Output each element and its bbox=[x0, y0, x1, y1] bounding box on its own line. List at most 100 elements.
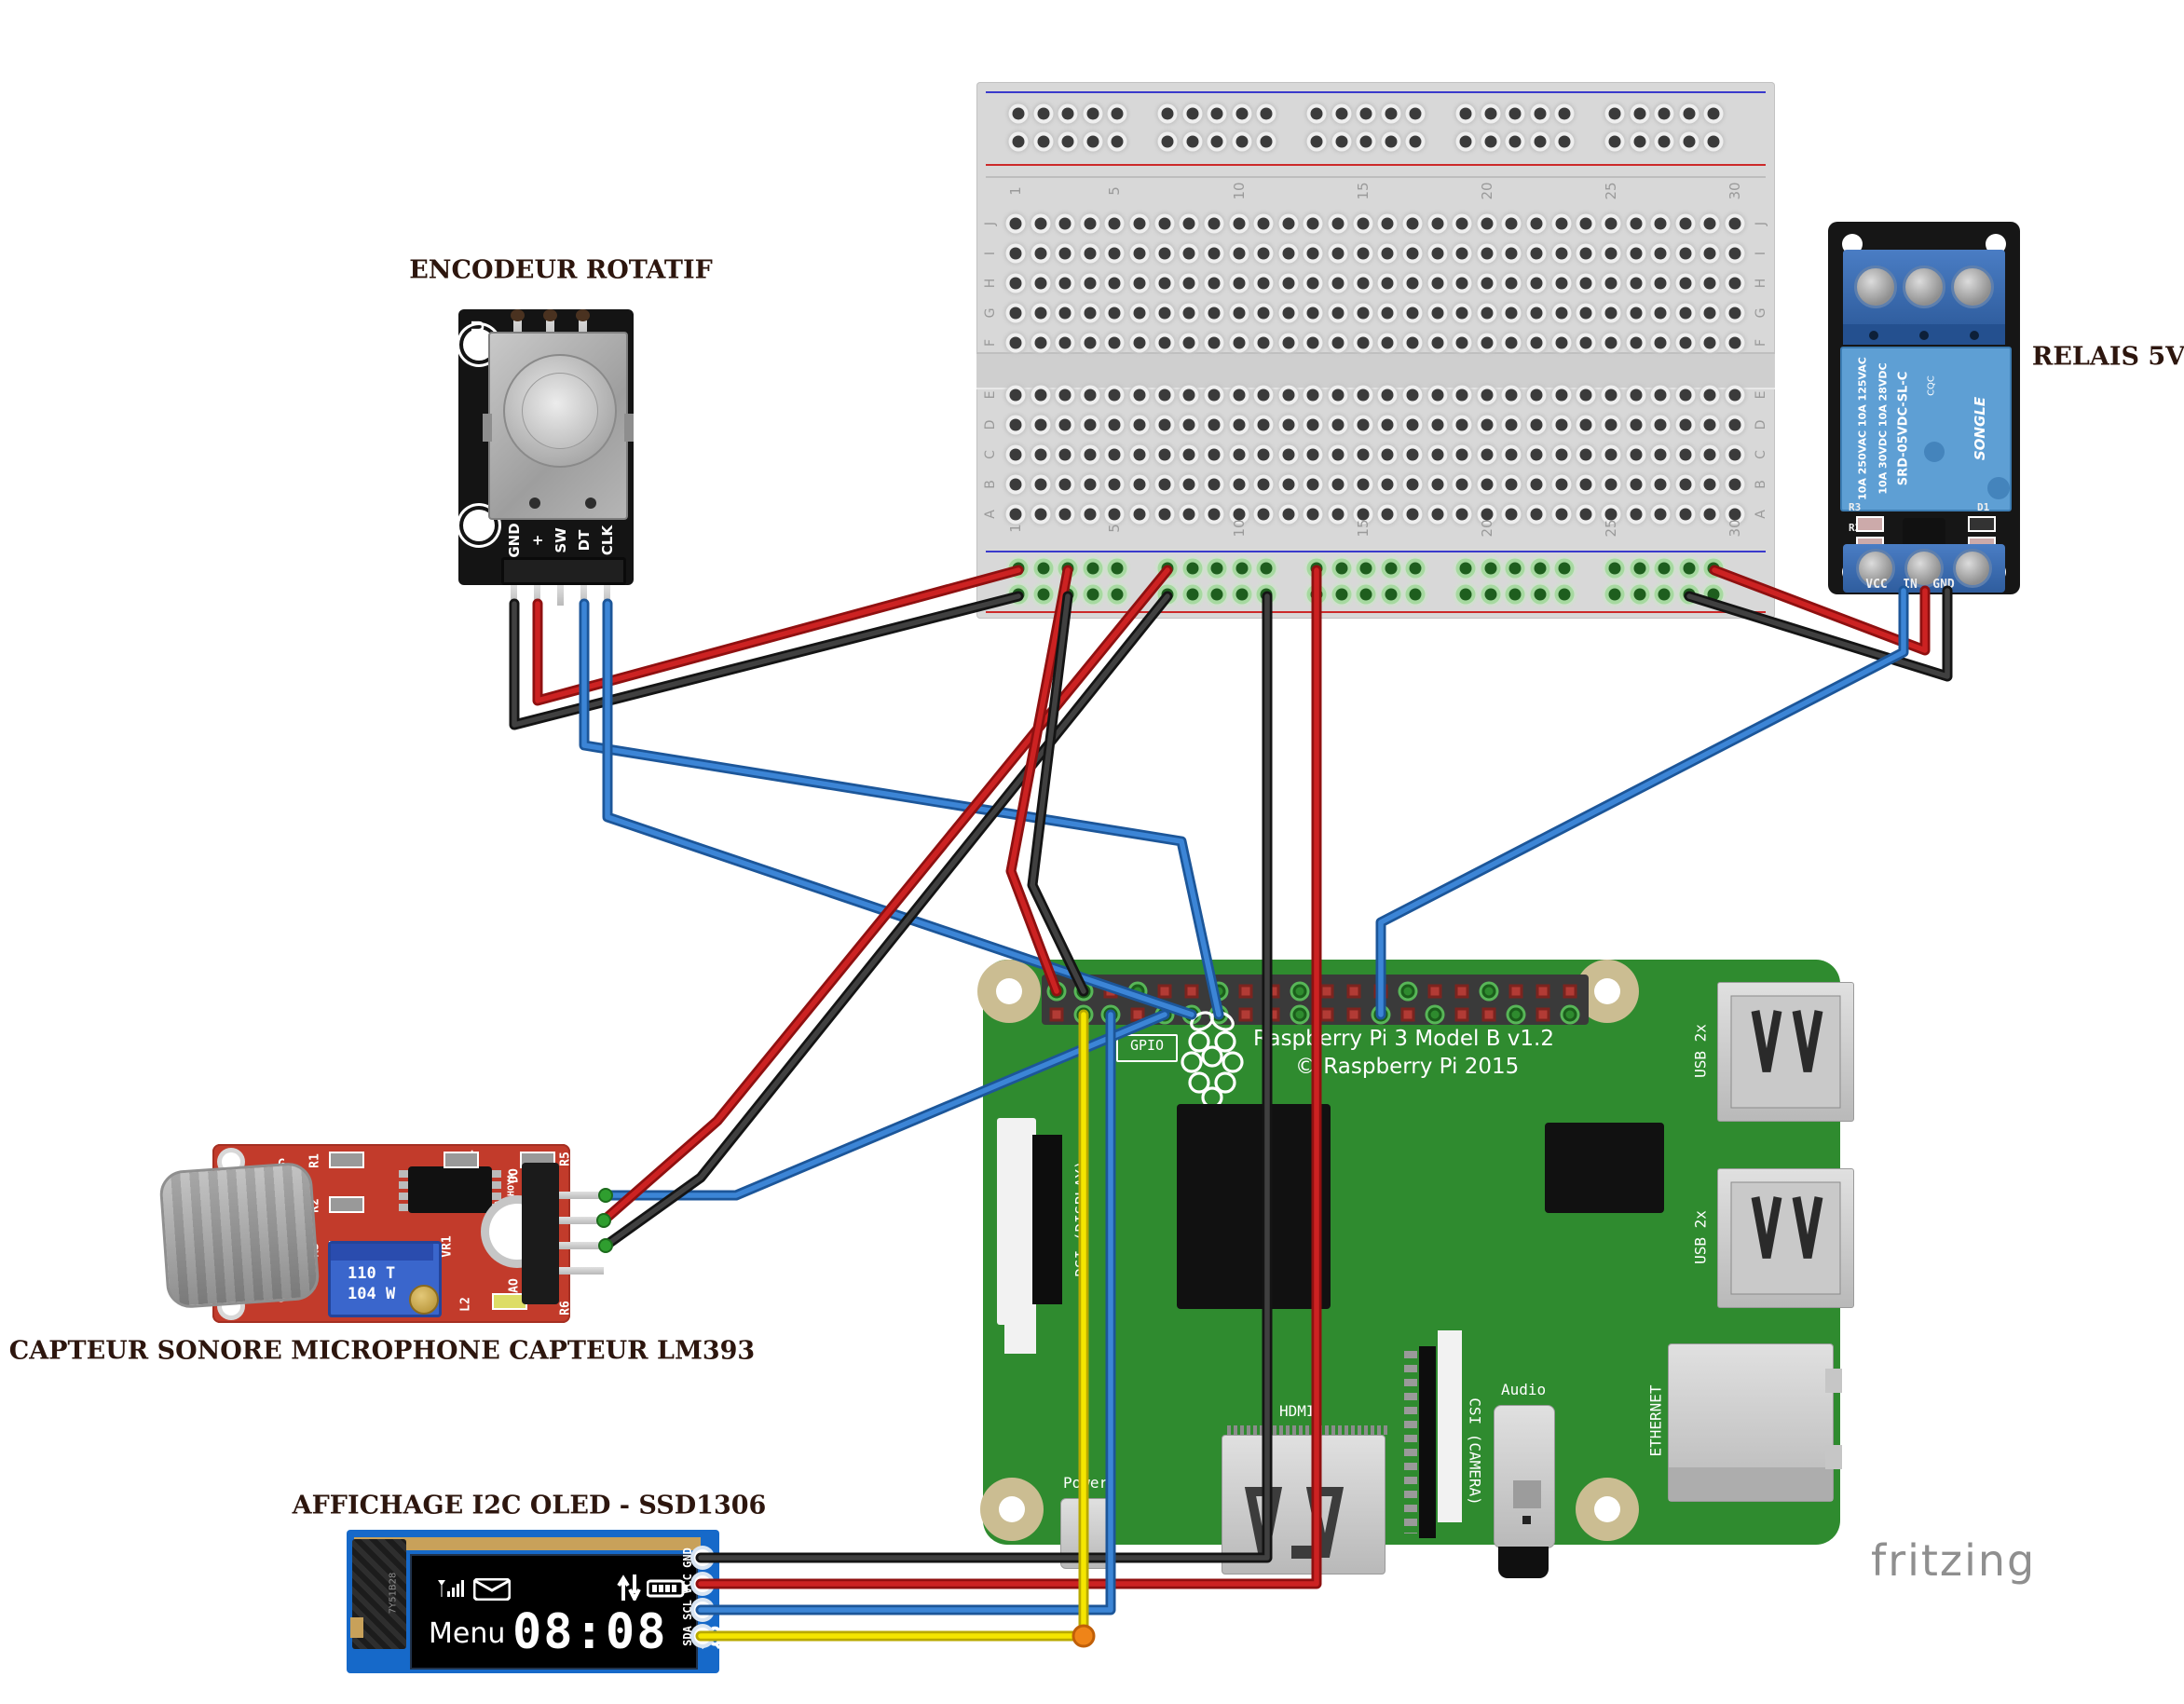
relay-resistor bbox=[1856, 516, 1884, 532]
breadboard-top-red-line bbox=[986, 164, 1766, 166]
breadboard-hole bbox=[1084, 418, 1097, 431]
sensor-pin bbox=[559, 1192, 604, 1199]
csi-tab bbox=[1438, 1330, 1462, 1522]
gpio-pin bbox=[1427, 1007, 1442, 1022]
breadboard-hole bbox=[1335, 107, 1348, 120]
breadboard-hole bbox=[1310, 588, 1323, 601]
encoder-pin-label: DT bbox=[576, 529, 593, 552]
breadboard-hole bbox=[1406, 336, 1419, 349]
breadboard-hole bbox=[1608, 588, 1621, 601]
breadboard-hole bbox=[1381, 389, 1394, 402]
usb-label: USB 2x bbox=[1691, 1210, 1710, 1264]
breadboard-hole bbox=[1455, 247, 1468, 260]
breadboard-hole bbox=[1604, 217, 1618, 230]
breadboard-hole bbox=[1161, 135, 1174, 148]
breadboard-hole bbox=[1555, 478, 1568, 491]
gpio-pin bbox=[1536, 1007, 1550, 1022]
breadboard-hole bbox=[1257, 307, 1270, 320]
breadboard-hole bbox=[1061, 135, 1074, 148]
gpio-pin bbox=[1130, 1007, 1145, 1022]
sensor-silk-label: HOYA bbox=[506, 1173, 517, 1197]
breadboard-hole bbox=[1630, 247, 1642, 260]
relay-diode bbox=[1968, 516, 1996, 532]
power-connector bbox=[1060, 1498, 1114, 1569]
breadboard-hole bbox=[1558, 588, 1571, 601]
breadboard-hole bbox=[1633, 135, 1646, 148]
breadboard-hole bbox=[1357, 389, 1370, 402]
breadboard-hole bbox=[1579, 508, 1592, 521]
breadboard-hole bbox=[1058, 418, 1072, 431]
breadboard-hole bbox=[1158, 247, 1171, 260]
breadboard-hole bbox=[1310, 135, 1323, 148]
breadboard-hole bbox=[1406, 389, 1419, 402]
breadboard-hole bbox=[1381, 478, 1394, 491]
breadboard-hole bbox=[1058, 247, 1072, 260]
encoder-top-pin bbox=[579, 313, 587, 343]
breadboard-hole bbox=[1182, 418, 1195, 431]
gpio-pin bbox=[1130, 984, 1145, 999]
encoder-pin-label: + bbox=[529, 534, 546, 547]
breadboard-hole bbox=[1034, 508, 1047, 521]
breadboard-hole bbox=[1505, 307, 1518, 320]
encoder-knob bbox=[522, 373, 598, 449]
oled-title: AFFICHAGE I2C OLED - SSD1306 bbox=[292, 1491, 767, 1520]
breadboard-hole bbox=[1431, 448, 1444, 461]
breadboard-hole bbox=[1728, 389, 1741, 402]
breadboard-hole bbox=[1282, 418, 1295, 431]
breadboard-hole bbox=[1683, 588, 1696, 601]
breadboard-hole bbox=[1431, 418, 1444, 431]
breadboard-hole bbox=[1257, 217, 1270, 230]
breadboard-hole bbox=[1481, 478, 1494, 491]
breadboard-hole bbox=[1679, 389, 1692, 402]
breadboard-hole bbox=[1654, 307, 1667, 320]
breadboard-top-blue-line bbox=[986, 91, 1766, 93]
breadboard-bottom-red-line bbox=[986, 611, 1766, 613]
breadboard-hole bbox=[1703, 307, 1716, 320]
breadboard-hole bbox=[1182, 389, 1195, 402]
breadboard-hole bbox=[1381, 307, 1394, 320]
microphone bbox=[158, 1161, 321, 1310]
breadboard-hole bbox=[1406, 217, 1419, 230]
breadboard-hole bbox=[1654, 217, 1667, 230]
gpio-pin bbox=[1076, 984, 1091, 999]
breadboard-hole bbox=[1385, 588, 1398, 601]
gpio-pin bbox=[1292, 1007, 1307, 1022]
breadboard-hole bbox=[1158, 389, 1171, 402]
breadboard-hole bbox=[1703, 247, 1716, 260]
fritzing-watermark: fritzing bbox=[1871, 1535, 2037, 1586]
dsi-ribbon bbox=[1032, 1135, 1062, 1304]
breadboard-hole bbox=[1505, 478, 1518, 491]
breadboard-hole bbox=[1459, 588, 1472, 601]
lm393-chip bbox=[399, 1166, 501, 1213]
relay-pin-label: GND bbox=[1932, 578, 1955, 592]
dsi-label: DSI (DISPLAY) bbox=[1072, 1160, 1090, 1277]
breadboard-hole bbox=[1703, 336, 1716, 349]
breadboard-row-letter: E bbox=[983, 390, 998, 400]
breadboard-hole bbox=[1481, 448, 1494, 461]
breadboard-hole bbox=[1260, 107, 1273, 120]
breadboard-hole bbox=[1009, 247, 1022, 260]
gpio-pin bbox=[1103, 1007, 1118, 1022]
breadboard-hole bbox=[1084, 448, 1097, 461]
breadboard-hole bbox=[1282, 336, 1295, 349]
breadboard-hole bbox=[1381, 247, 1394, 260]
breadboard-hole bbox=[1679, 247, 1692, 260]
breadboard-hole bbox=[1133, 217, 1146, 230]
breadboard-hole bbox=[1381, 418, 1394, 431]
breadboard-hole bbox=[1210, 107, 1223, 120]
oled-module: 7Y51B28 Me bbox=[347, 1530, 723, 1673]
breadboard-hole bbox=[1210, 562, 1223, 575]
breadboard-hole bbox=[1455, 389, 1468, 402]
breadboard-hole bbox=[1161, 107, 1174, 120]
breadboard-hole bbox=[1111, 588, 1124, 601]
breadboard-hole bbox=[1703, 418, 1716, 431]
oled-pin bbox=[694, 1549, 711, 1566]
breadboard-hole bbox=[1009, 508, 1022, 521]
breadboard-hole bbox=[1530, 307, 1543, 320]
gpio-pin bbox=[1481, 1007, 1496, 1022]
breadboard-hole bbox=[1555, 508, 1568, 521]
relay-ref: D1 bbox=[1977, 501, 1990, 513]
encoder-leg bbox=[604, 585, 610, 606]
encoder-pin-label: SW bbox=[553, 527, 569, 553]
gpio-pin bbox=[1211, 984, 1226, 999]
